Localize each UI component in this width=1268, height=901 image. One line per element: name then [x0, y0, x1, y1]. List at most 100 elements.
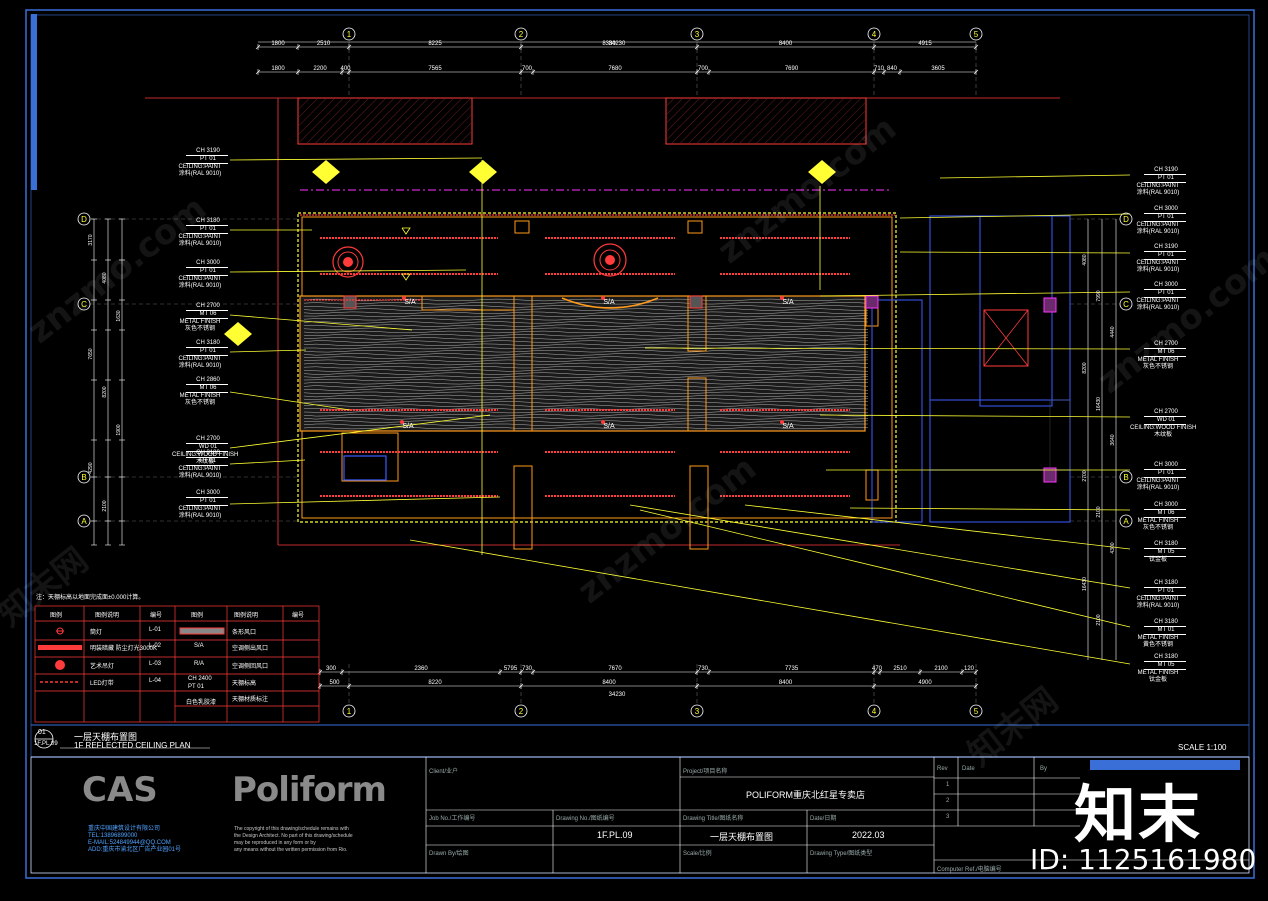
leader-line	[849, 507, 1131, 511]
tag-code: CH 2700	[1144, 341, 1186, 349]
legend-symbol: R/A	[194, 661, 205, 667]
watermark-id: ID: 1125161980	[1030, 843, 1257, 876]
grid-bubble-label: 3	[695, 707, 700, 716]
info-line: E-MAIL:524849944@QQ.COM	[88, 840, 171, 846]
grid-bubble-label: 1	[347, 30, 352, 39]
legend-header: 图例说明	[95, 613, 120, 619]
tag-desc: CEILING:PAINT	[178, 506, 222, 512]
watermark-brand: 知末	[1074, 778, 1203, 851]
grid-bubble-label: C	[1123, 300, 1129, 309]
wood-grain-line	[303, 337, 869, 340]
grid-bubble-label: D	[81, 215, 87, 224]
wood-grain-line	[303, 340, 869, 343]
legend-header: 编号	[150, 613, 163, 619]
ceiling-note: 注：天棚标高以地面完成面±0.000计算。	[36, 595, 145, 601]
wood-grain-line	[303, 407, 869, 410]
wood-grain-line	[303, 334, 869, 337]
dimension-text: 16430	[1082, 577, 1088, 591]
tag-desc: 灰色不锈钢	[1142, 525, 1173, 531]
grid-bubble	[77, 297, 91, 311]
wood-grain-line	[303, 398, 869, 401]
air-outlet-label: S/A	[782, 299, 794, 306]
client-label: Client/业户	[429, 769, 459, 775]
grid-bubble-label: 2	[519, 30, 524, 39]
tag-code: MT 06	[1144, 349, 1186, 357]
air-outlet-marker	[601, 296, 605, 300]
tag-desc: METAL FINISH	[1137, 670, 1179, 676]
job-no-label: Job No./工作编号	[429, 816, 476, 822]
tag-code: CH 3180	[186, 340, 228, 348]
project-label: Project/项目名称	[683, 769, 728, 775]
dimension-text: 16430	[1096, 397, 1102, 411]
legend-desc: LED灯带	[90, 681, 114, 687]
wood-grain-line	[303, 343, 869, 346]
legend-symbols	[38, 627, 225, 683]
cas-logo: CAS	[82, 770, 158, 810]
rev-row: 2	[946, 798, 950, 804]
wood-grain-line	[303, 410, 869, 414]
grid-bubble	[969, 27, 983, 41]
tag-desc: 涂料(RAL 9010)	[1136, 485, 1180, 491]
wood-grain-line	[303, 420, 869, 423]
drawing-scale: SCALE 1:100	[1178, 743, 1227, 752]
outer-frame	[25, 9, 1255, 879]
rev-by-label: By	[1040, 766, 1048, 772]
scrollbar[interactable]	[31, 14, 37, 190]
wood-grain-line	[303, 375, 869, 378]
leader-line	[409, 539, 1131, 665]
grid-bubble	[514, 704, 528, 718]
wood-grain-line	[303, 382, 869, 385]
dimension-text: 3605	[931, 66, 945, 72]
dimension-text: 2100	[102, 500, 108, 511]
dimension-text: 2200	[313, 66, 327, 72]
tag-desc: CEILING:WOOD FINISH	[172, 452, 239, 458]
dimension-text: 8400	[779, 41, 793, 47]
air-outlet-marker	[780, 420, 784, 424]
wood-grain-line	[303, 385, 869, 388]
tag-code: MT 06	[186, 311, 228, 319]
grid-bubble	[867, 27, 881, 41]
tag-code: CH 3190	[1144, 167, 1186, 175]
legend-desc: 空调侧出风口	[232, 646, 269, 652]
dimension-text: 1800	[271, 66, 285, 72]
air-outlet-label: S/A	[603, 299, 615, 306]
dimension-text: 7565	[428, 66, 442, 72]
dimension-text: 700	[522, 66, 533, 72]
air-outlet-label: S/A	[402, 423, 414, 430]
wood-grain-line	[303, 404, 869, 407]
dimension-text: 8225	[428, 41, 442, 47]
dimension-text: 7670	[608, 666, 622, 672]
drawing-no-label: Drawing No./图纸编号	[556, 816, 615, 822]
wood-grain-line	[303, 369, 869, 372]
leader-line	[899, 251, 1131, 254]
legend-header: 编号	[292, 613, 305, 619]
rev-label: Rev	[937, 766, 948, 772]
legend-code: L-04	[149, 678, 162, 684]
dimension-text: 8200	[1082, 362, 1088, 373]
drawing-sheet: 1F.PL.09	[34, 741, 58, 747]
leader-line	[229, 157, 483, 161]
grid-bubble-label: 4	[872, 30, 877, 39]
tag-code: CH 3180	[1144, 580, 1186, 588]
back-rooms	[871, 215, 1071, 523]
tag-desc: CEILING:PAINT	[178, 276, 222, 282]
tag-desc: 涂料(RAL 9010)	[178, 283, 222, 289]
legend-table	[34, 605, 320, 723]
air-outlet-marker	[400, 420, 404, 424]
dimension-text: 710	[874, 66, 885, 72]
dimension-text: 5795	[504, 666, 518, 672]
info-line: any means without the written permission…	[234, 847, 348, 853]
legend-symbol: S/A	[194, 643, 204, 649]
grid-bubble-label: 3	[695, 30, 700, 39]
dimension-text: 8200	[102, 386, 108, 397]
date-value: 2022.03	[852, 830, 885, 840]
